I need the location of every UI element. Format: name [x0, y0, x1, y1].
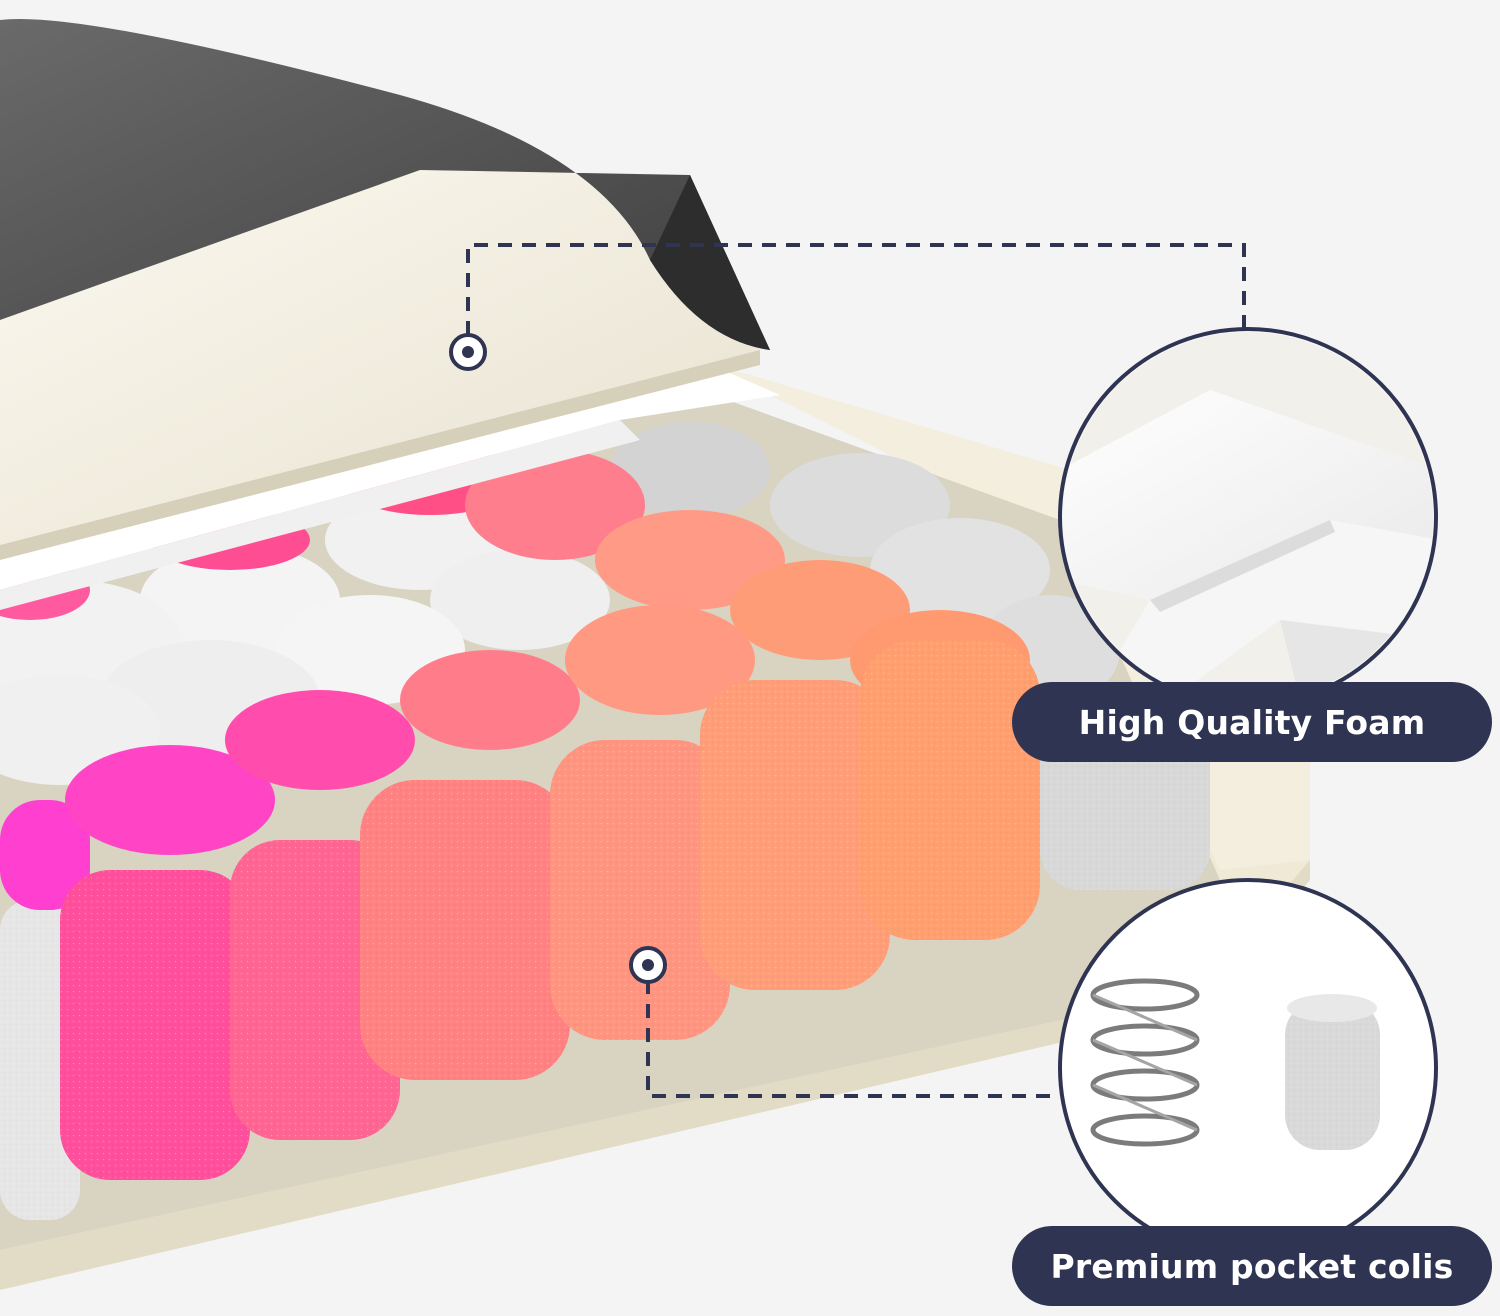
- comfort-layer: [0, 360, 780, 610]
- foam-label-pill: High Quality Foam: [1012, 682, 1492, 762]
- coil-detail-circle: [1058, 878, 1438, 1258]
- coil-label-pill: Premium pocket colis: [1012, 1226, 1492, 1306]
- foam-top-layer: [0, 170, 760, 560]
- target-marker-icon: [629, 946, 667, 984]
- coil-group-pink: [0, 445, 645, 1180]
- spring-coil-icon: [1090, 978, 1200, 1147]
- coil-row-back: [610, 422, 1210, 890]
- callout-lines: [466, 243, 1246, 1098]
- coil-group-coral: [360, 510, 1040, 1080]
- mattress-cover: [0, 18, 770, 351]
- pocket-coil-icon: [1285, 994, 1380, 1150]
- target-marker-icon: [449, 333, 487, 371]
- coil-group-white: [0, 490, 610, 1220]
- foam-detail-circle: [1058, 327, 1438, 707]
